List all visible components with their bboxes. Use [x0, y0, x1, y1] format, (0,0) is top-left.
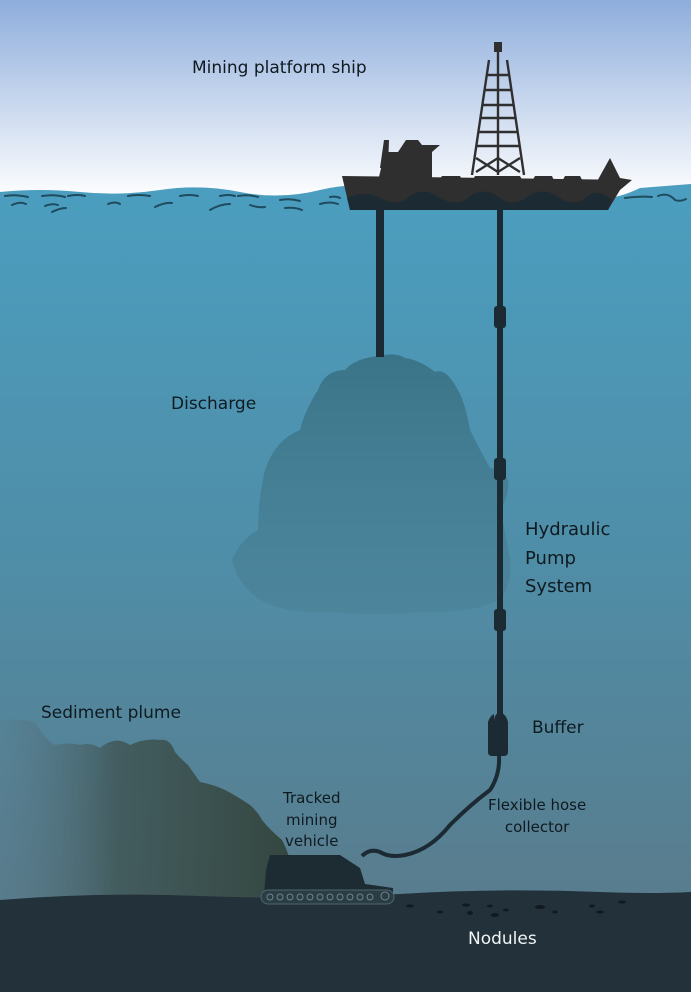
label-hydraulic-pump-system: Hydraulic Pump System — [525, 519, 611, 597]
tracked-mining-vehicle — [260, 855, 395, 905]
mining-platform-ship — [342, 42, 632, 210]
label-mining-platform-ship: Mining platform ship — [192, 58, 367, 78]
label-nodules: Nodules — [468, 929, 537, 949]
label-sediment-plume: Sediment plume — [41, 703, 181, 723]
pump-module-3 — [494, 609, 506, 631]
flexible-hose — [360, 755, 502, 858]
sediment-plume — [0, 719, 292, 900]
drilling-derrick — [470, 46, 526, 176]
pump-module-2 — [494, 458, 506, 480]
seabed — [0, 890, 691, 992]
surface-waves — [4, 193, 687, 213]
discharge-pipe — [376, 205, 384, 357]
label-flexible-hose-collector: Flexible hose collector — [488, 796, 587, 836]
discharge-cloud — [232, 354, 511, 614]
label-discharge: Discharge — [171, 394, 257, 414]
label-tracked-mining-vehicle: Tracked mining vehicle — [283, 789, 341, 850]
label-buffer: Buffer — [532, 718, 584, 738]
pump-module-1 — [494, 306, 506, 328]
nodules — [406, 900, 626, 917]
buffer — [488, 712, 508, 756]
sky — [0, 0, 691, 200]
